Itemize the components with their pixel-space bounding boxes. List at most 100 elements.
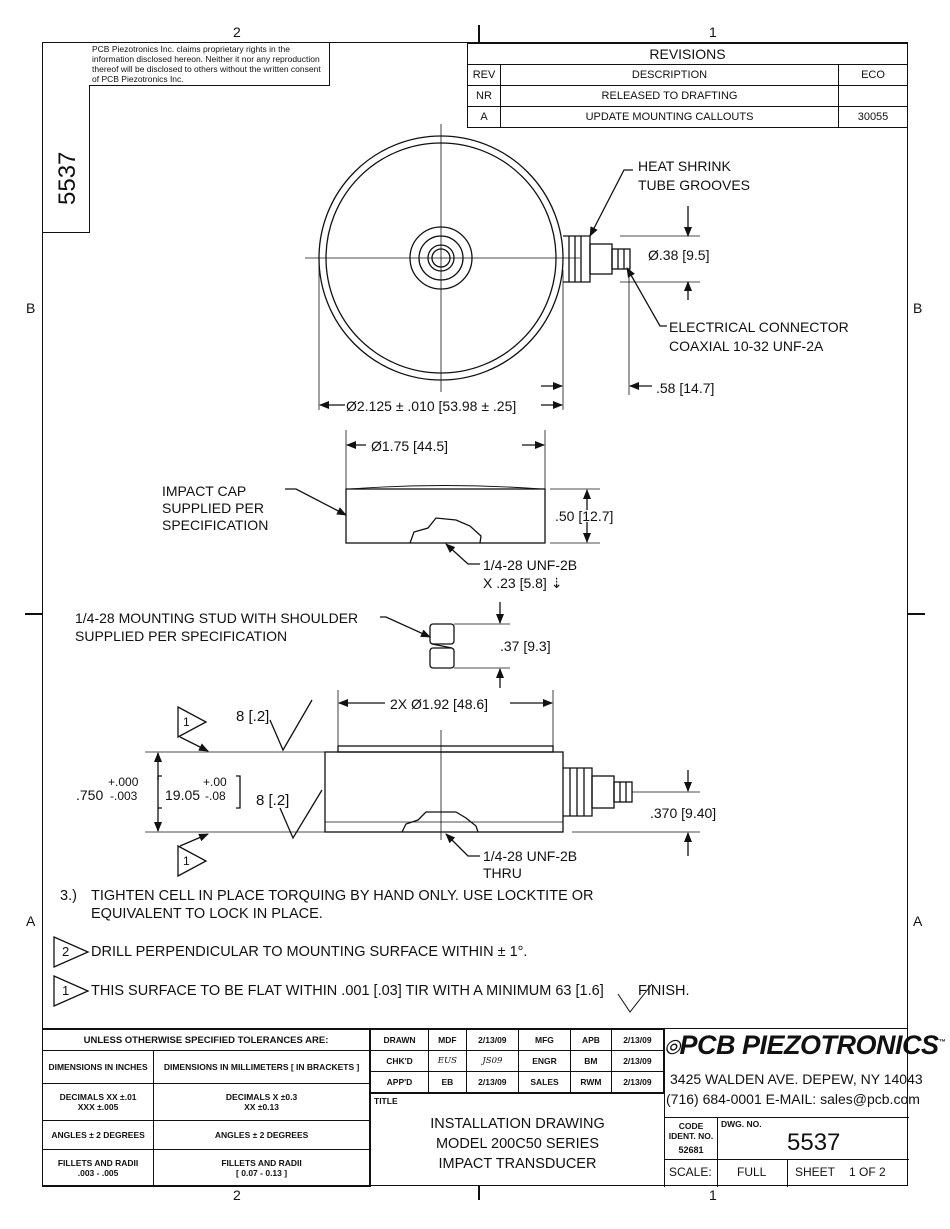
zone-label: B <box>26 300 36 316</box>
note-flags <box>53 936 653 1013</box>
base-diameter-dim: 2X Ø1.92 [48.6] <box>390 696 489 712</box>
note-2-flag: 2 <box>62 944 70 959</box>
zone-divider-bottom <box>478 1186 480 1200</box>
thru-callout: 1/4-28 UNF-2B <box>483 848 578 864</box>
approval-row: APP'D EB 2/13/09 SALES RWM 2/13/09 <box>370 1071 665 1093</box>
side-drawing-number-box: 5537 <box>42 85 90 233</box>
proprietary-notice: PCB Piezotronics Inc. claims proprietary… <box>90 43 330 86</box>
height-inch: .750 <box>76 787 104 803</box>
approval-cell: APP'D <box>370 1071 429 1093</box>
electrical-connector-label: ELECTRICAL CONNECTOR <box>669 319 849 335</box>
inch-angles: ANGLES ± 2 DEGREES <box>41 1120 155 1150</box>
side-view <box>145 690 700 878</box>
approval-cell: APB <box>570 1029 612 1051</box>
inch-decimals: DECIMALS XX ±.01 XXX ±.005 <box>41 1083 155 1121</box>
title-line: IMPACT TRANSDUCER <box>438 1156 597 1172</box>
zone-label: 1 <box>709 24 717 40</box>
mm-fillets: FILLETS AND RADII [ 0.07 - 0.13 ] <box>153 1149 370 1187</box>
company-logo: ⦾PCB PIEZOTRONICS™ <box>664 1030 945 1061</box>
approval-signature: EUS <box>427 1050 467 1072</box>
tolerance-table: UNLESS OTHERWISE SPECIFIED TOLERANCES AR… <box>41 1029 370 1187</box>
zone-label: 1 <box>709 1187 717 1203</box>
approval-cell: CHK'D <box>370 1050 429 1072</box>
approval-cell: 2/13/09 <box>465 1029 519 1051</box>
electrical-connector-label: COAXIAL 10-32 UNF-2A <box>669 338 824 354</box>
title-line: INSTALLATION DRAWING <box>430 1116 605 1132</box>
note-1-flag: 1 <box>62 983 70 998</box>
description-cell: UPDATE MOUNTING CALLOUTS <box>500 106 839 128</box>
finish-bottom: 8 [.2] <box>256 792 290 809</box>
trademark: ™ <box>938 1039 946 1046</box>
mounting-stud <box>380 602 510 688</box>
company-contact: (716) 684-0001 E-MAIL: sales@pcb.com <box>666 1091 920 1107</box>
scale-value: FULL <box>737 1165 767 1179</box>
stud-label: SUPPLIED PER SPECIFICATION <box>75 628 288 644</box>
approval-cell: RWM <box>570 1071 612 1093</box>
body-diameter-dim: Ø2.125 ± .010 [53.98 ± .25] <box>346 398 517 414</box>
connector-height-dim: .370 [9.40] <box>650 805 717 821</box>
logo-icon: ⦾ <box>664 1037 680 1059</box>
dwg-no-label: DWG. NO. <box>721 1119 762 1129</box>
approval-cell: 2/13/09 <box>610 1050 665 1072</box>
title-block: UNLESS OTHERWISE SPECIFIED TOLERANCES AR… <box>41 1028 909 1187</box>
tolerance-title: UNLESS OTHERWISE SPECIFIED TOLERANCES AR… <box>42 1029 370 1051</box>
zone-divider-left <box>25 613 42 615</box>
height-inch-tol-minus: -.003 <box>110 789 138 803</box>
approval-row: DRAWN MDF 2/13/09 MFG APB 2/13/09 <box>370 1029 665 1051</box>
approval-cell: 2/13/09 <box>610 1029 665 1051</box>
code-ident: 52681 <box>678 1145 704 1155</box>
cap-height-dim: .50 [12.7] <box>555 508 614 524</box>
zone-divider-top <box>478 25 480 42</box>
approval-cell: MFG <box>517 1029 572 1051</box>
approval-cell: ENGR <box>517 1050 572 1072</box>
height-inch-tol-plus: +.000 <box>108 775 139 789</box>
zone-label: 2 <box>233 1187 241 1203</box>
note-2-text: DRILL PERPENDICULAR TO MOUNTING SURFACE … <box>91 944 528 960</box>
drawing-title: INSTALLATION DRAWING MODEL 200C50 SERIES… <box>371 1114 664 1174</box>
zone-label: B <box>913 300 923 316</box>
revisions-table: REVISIONS REV DESCRIPTION ECO NR RELEASE… <box>467 43 908 128</box>
eco-cell: 30055 <box>838 106 908 128</box>
note-1-finish: FINISH. <box>638 983 690 999</box>
approval-cell: BM <box>570 1050 612 1072</box>
mm-header: DIMENSIONS IN MILLIMETERS [ IN BRACKETS … <box>153 1050 370 1084</box>
height-mm: 19.05 <box>165 787 201 803</box>
approval-cell: DRAWN <box>370 1029 429 1051</box>
company-name: PCB PIEZOTRONICS <box>679 1030 940 1060</box>
title-line: MODEL 200C50 SERIES <box>435 1136 600 1152</box>
sheet-value: 1 OF 2 <box>849 1165 886 1179</box>
drawing-border <box>42 42 908 1186</box>
approval-row: CHK'D EUS JS09 ENGR BM 2/13/09 <box>370 1050 665 1072</box>
heat-shrink-label: TUBE GROOVES <box>638 177 751 193</box>
thread-callout: 1/4-28 UNF-2B <box>483 557 578 573</box>
stud-length-dim: .37 [9.3] <box>500 638 551 654</box>
impact-cap-label: SUPPLIED PER <box>162 500 264 516</box>
flag-number: 1 <box>183 715 190 729</box>
top-view <box>305 124 700 410</box>
flag-number: 1 <box>183 854 190 868</box>
inch-fillets: FILLETS AND RADII .003 - .005 <box>41 1149 155 1187</box>
approval-cell: SALES <box>517 1071 572 1093</box>
impact-cap-label: IMPACT CAP <box>162 483 247 499</box>
zone-label: A <box>913 913 923 929</box>
zone-label: 2 <box>233 24 241 40</box>
mm-decimals: DECIMALS X ±0.3 XX ±0.13 <box>153 1083 370 1121</box>
zone-divider-right <box>908 613 925 615</box>
approval-signature: JS09 <box>465 1050 519 1072</box>
sheet-label: SHEET <box>795 1165 836 1179</box>
height-mm-tol-minus: -.08 <box>205 789 226 803</box>
stud-label: 1/4-28 MOUNTING STUD WITH SHOULDER <box>75 610 359 626</box>
note-1-text: THIS SURFACE TO BE FLAT WITHIN .001 [.03… <box>91 983 604 999</box>
thread-callout: X .23 [5.8] ⇣ <box>483 575 563 591</box>
impact-cap-view <box>285 430 600 565</box>
company-address: 3425 WALDEN AVE. DEPEW, NY 14043 <box>670 1071 923 1087</box>
heat-shrink-label: HEAT SHRINK <box>638 158 731 174</box>
revision-row: A UPDATE MOUNTING CALLOUTS 30055 <box>467 106 908 128</box>
finish-top: 8 [.2] <box>236 708 270 725</box>
inch-header: DIMENSIONS IN INCHES <box>41 1050 155 1084</box>
note-3-text: TIGHTEN CELL IN PLACE TORQUING BY HAND O… <box>91 888 594 904</box>
title-area: TITLE INSTALLATION DRAWING MODEL 200C50 … <box>370 1093 664 1187</box>
impact-cap-label: SPECIFICATION <box>162 517 269 533</box>
approval-cell: EB <box>427 1071 467 1093</box>
note-3-text: EQUIVALENT TO LOCK IN PLACE. <box>91 906 323 922</box>
